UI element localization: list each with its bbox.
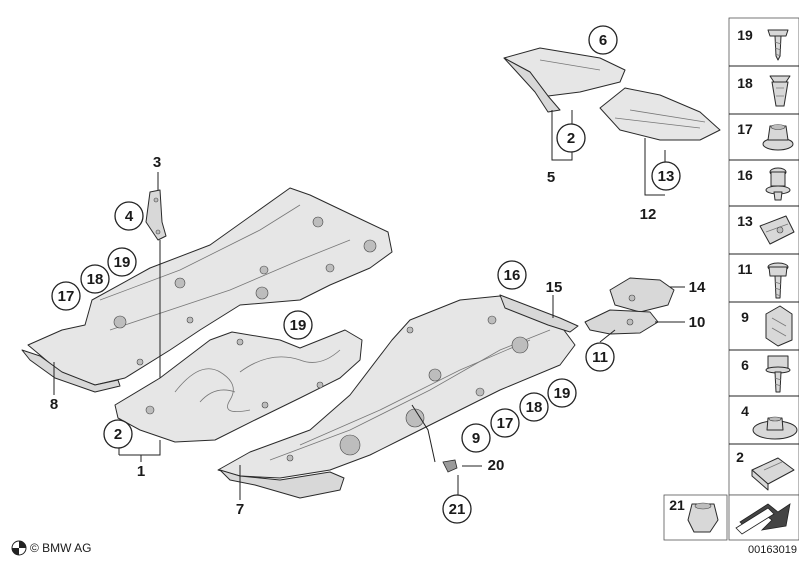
callout-1: 1	[137, 463, 145, 480]
callout-14: 14	[689, 279, 706, 296]
callout-2-left: 2	[114, 426, 122, 443]
side-label-13: 13	[737, 213, 753, 229]
cover-part-12	[599, 87, 721, 141]
arrow-symbol-icon	[735, 503, 791, 535]
underbody-panel-center	[114, 329, 363, 443]
callout-15: 15	[546, 279, 563, 296]
side-label-4: 4	[741, 403, 749, 419]
bolt-icon	[767, 262, 789, 299]
callout-12: 12	[640, 206, 657, 223]
spring-clip-icon	[765, 305, 793, 347]
callout-19-center: 19	[290, 317, 307, 334]
callout-10: 10	[689, 314, 706, 331]
underbody-panel-left	[21, 187, 393, 393]
callout-7: 7	[236, 501, 244, 518]
bottom-box-arrow	[728, 494, 799, 541]
bottom-box-label: 21	[669, 497, 685, 513]
callouts: 6 2 5 13 12 3 4 19 18 17 8 19 2 1 7 16 1…	[50, 25, 706, 524]
callout-13: 13	[658, 168, 675, 185]
callout-16: 16	[504, 267, 521, 284]
callout-4: 4	[125, 208, 134, 225]
callout-17-left: 17	[58, 288, 75, 305]
nut-insert-icon	[687, 502, 719, 533]
side-label-18: 18	[737, 75, 753, 91]
callout-19-right: 19	[554, 385, 571, 402]
callout-2-top: 2	[567, 130, 575, 147]
clip-nut-icon	[769, 75, 791, 107]
side-label-17: 17	[737, 121, 753, 137]
plug-icon	[765, 167, 791, 201]
washer-nut-icon	[752, 416, 798, 440]
diagram-number: 00163019	[748, 544, 797, 556]
side-label-11: 11	[738, 261, 753, 277]
side-label-9: 9	[741, 309, 749, 325]
bracket-part-3	[145, 189, 167, 241]
callout-5: 5	[547, 169, 555, 186]
callout-20: 20	[488, 457, 505, 474]
brand-caption: © BMW AG	[30, 541, 92, 555]
callout-18-right: 18	[526, 399, 543, 416]
side-label-2: 2	[736, 449, 744, 465]
hex-nut-icon	[762, 124, 794, 151]
bottom-box-21: 21	[663, 494, 728, 541]
leader-lines	[53, 110, 685, 500]
strip-part-15	[499, 294, 579, 333]
callout-17-right: 17	[497, 415, 514, 432]
callout-6: 6	[599, 32, 607, 49]
side-panel: 19 18 17 16 13	[728, 17, 799, 496]
callout-3: 3	[153, 154, 161, 171]
callout-18-left: 18	[87, 271, 104, 288]
side-label-16: 16	[737, 167, 753, 183]
callout-8: 8	[50, 396, 58, 413]
sheet-clip-icon	[751, 457, 795, 491]
bmw-logo-icon	[11, 540, 27, 556]
fastener-part-20	[442, 459, 458, 473]
screw-icon	[767, 29, 789, 61]
bracket-part-14	[584, 277, 675, 335]
side-label-19: 19	[737, 27, 753, 43]
callout-11: 11	[592, 349, 608, 366]
callout-9: 9	[472, 430, 480, 447]
callout-19-left: 19	[114, 254, 131, 271]
callout-21: 21	[449, 501, 466, 518]
cover-part-6	[503, 47, 626, 113]
side-label-6: 6	[741, 357, 749, 373]
hex-bolt-icon	[765, 355, 791, 393]
underbody-panel-right	[217, 295, 576, 499]
speed-nut-icon	[759, 215, 795, 245]
